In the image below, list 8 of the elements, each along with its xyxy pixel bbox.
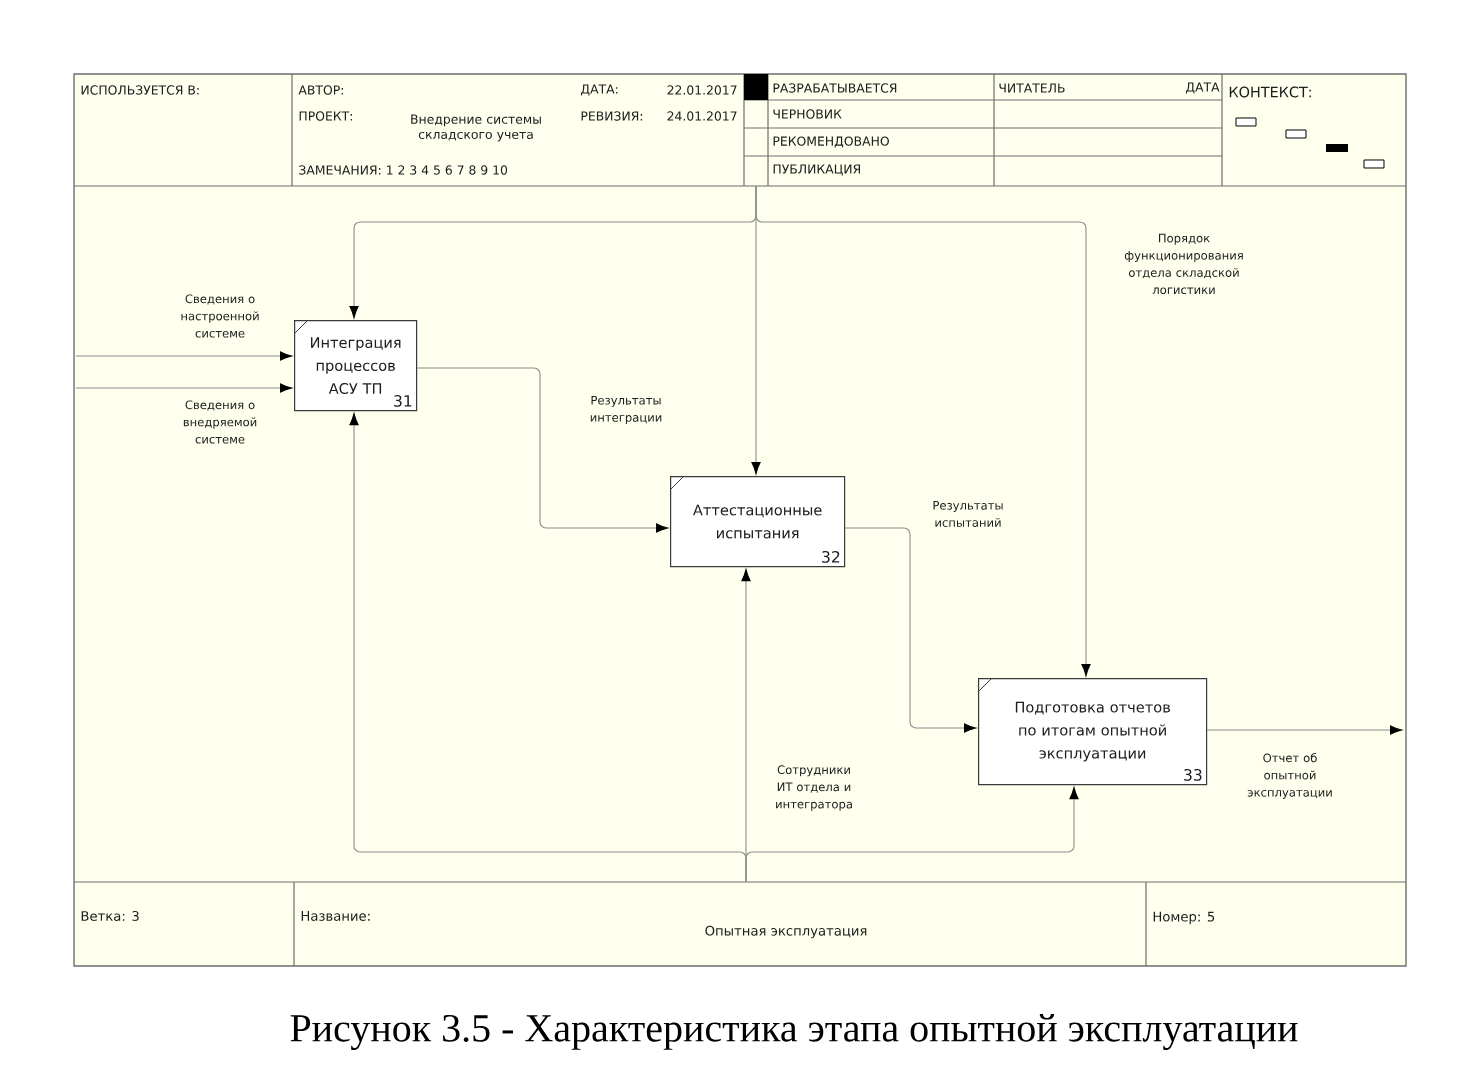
arrow: [844, 527, 977, 733]
arrow: [75, 383, 293, 393]
caption: Рисунок 3.5 - Характеристика этапа опытной эксплуатации: [290, 1013, 1298, 1050]
arrow: [745, 787, 1079, 883]
arrow: [75, 351, 293, 361]
arrow: [755, 185, 1091, 677]
arrow: [416, 367, 669, 533]
arrow: [1206, 725, 1403, 735]
